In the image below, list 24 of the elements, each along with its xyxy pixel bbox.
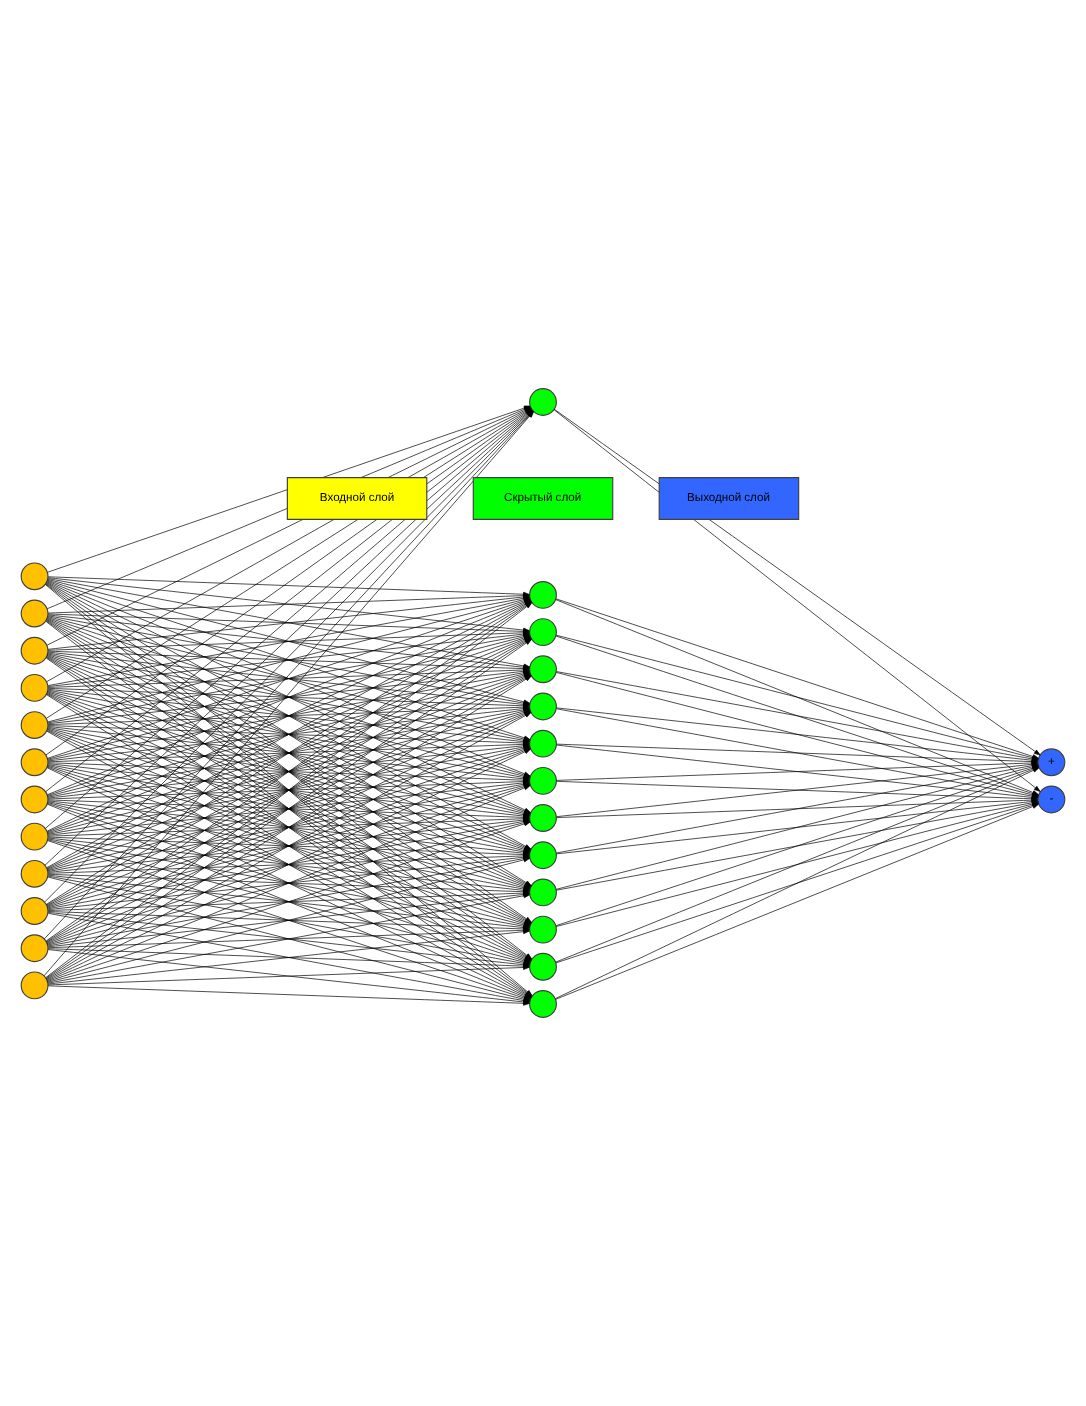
node-circle xyxy=(529,692,557,721)
node-circle xyxy=(529,915,557,944)
node-circle xyxy=(529,618,557,647)
node-circle xyxy=(529,804,557,832)
node-circle xyxy=(529,841,557,870)
node-circle xyxy=(20,562,49,591)
node-circle xyxy=(20,673,49,702)
node-circle xyxy=(20,859,49,888)
node-circle xyxy=(529,990,557,1018)
node-circle xyxy=(20,748,49,777)
node-circle xyxy=(20,599,49,628)
node-circle xyxy=(20,785,49,814)
node-circle xyxy=(20,822,49,851)
node-circle xyxy=(20,934,49,963)
node-circle xyxy=(529,878,557,907)
node-circle xyxy=(20,971,49,1000)
node-circle xyxy=(529,766,557,795)
node-circle xyxy=(529,655,557,684)
node-circle xyxy=(529,952,557,981)
node-circle xyxy=(20,636,49,665)
node-circle xyxy=(20,711,49,740)
node-circle xyxy=(20,897,49,925)
node-circle xyxy=(529,580,557,609)
node-circle xyxy=(529,729,557,758)
